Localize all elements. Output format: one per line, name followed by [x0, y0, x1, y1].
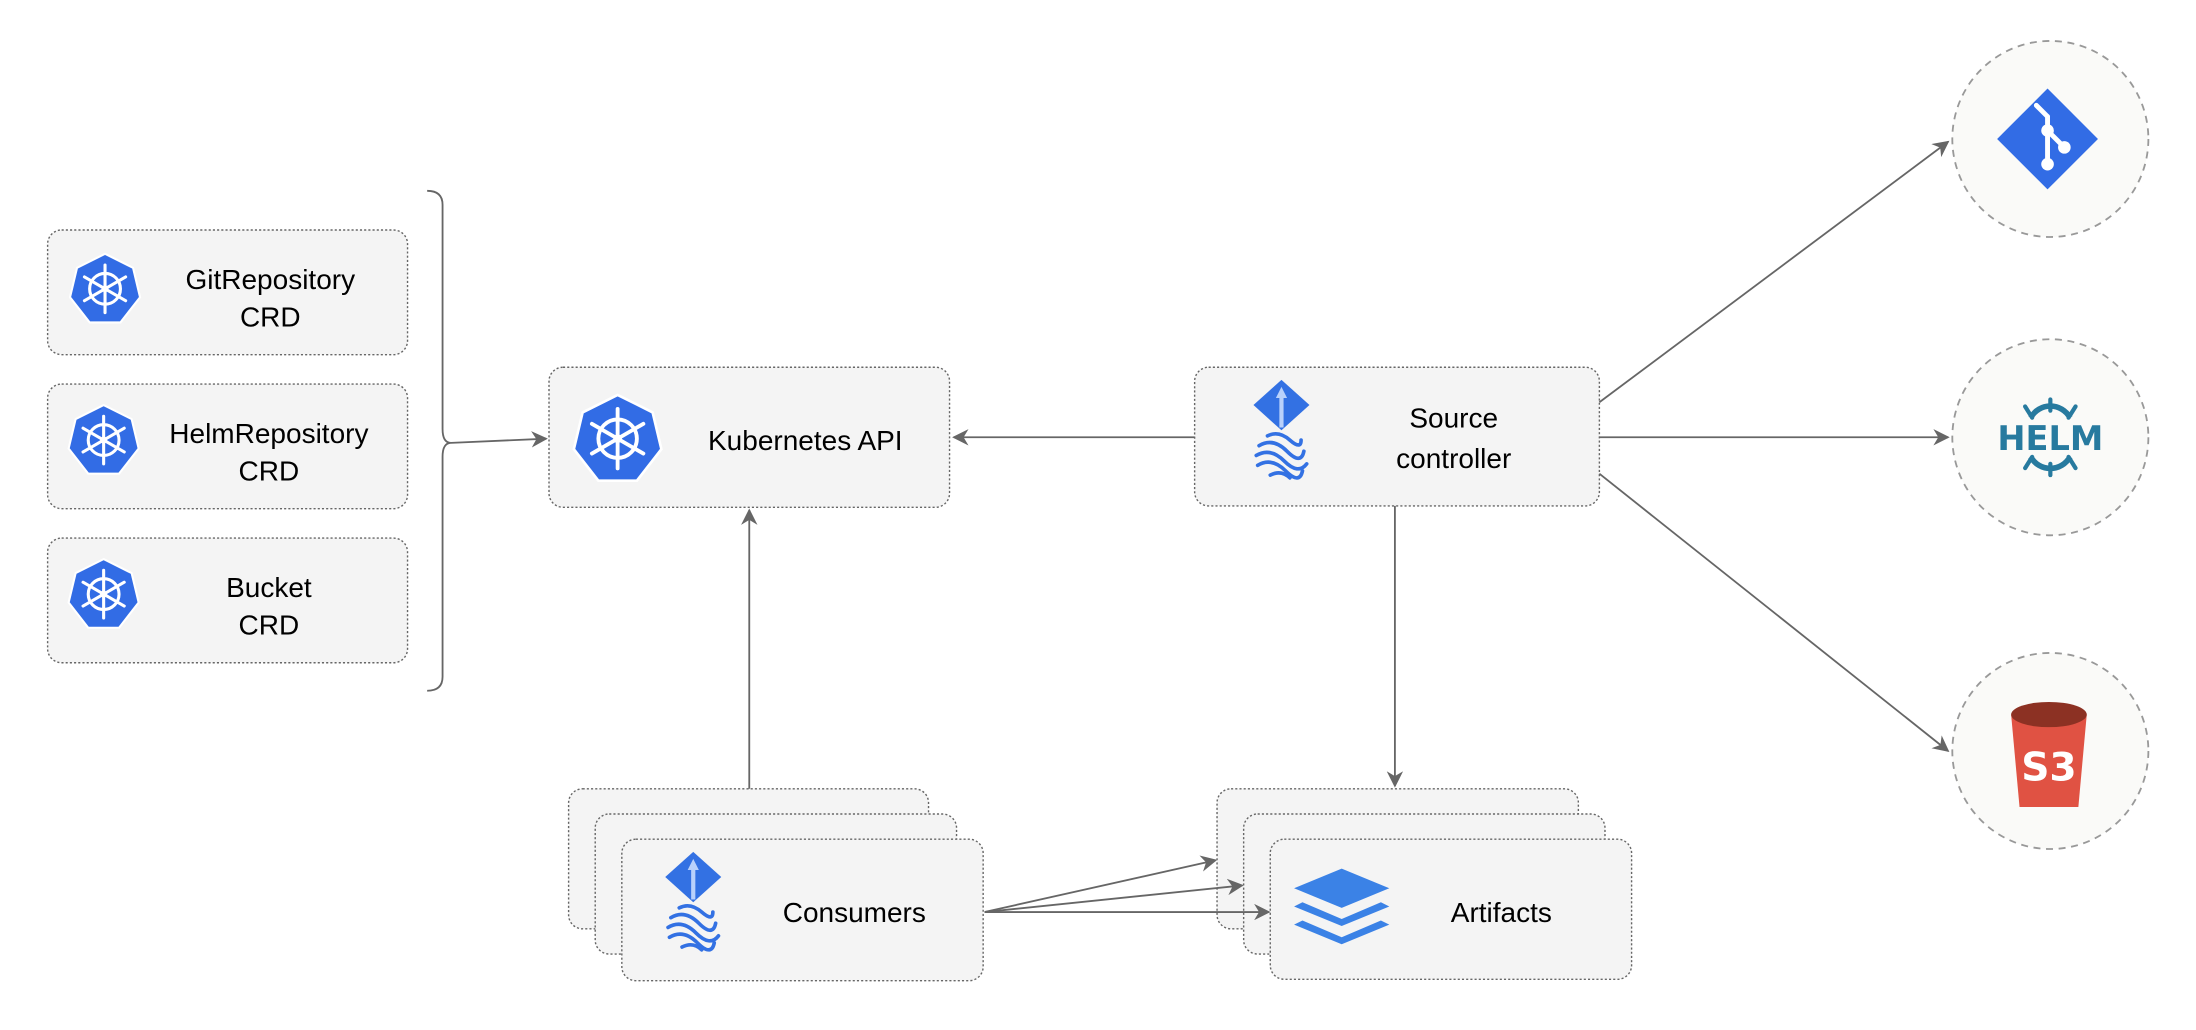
node-label: CRD	[239, 610, 300, 641]
s3-bucket-icon: S3	[2011, 701, 2087, 808]
git-node[interactable]	[1951, 40, 2150, 238]
helm-logo-text: HELM	[1997, 419, 2103, 458]
kubernetes-api-node[interactable]: Kubernetes API	[548, 366, 951, 508]
node-label: Bucket	[226, 572, 312, 603]
node-label: CRD	[239, 456, 300, 487]
edge-source-to-s3	[1598, 472, 1950, 753]
crd-group-brace	[427, 189, 452, 692]
s3-logo-text: S3	[2021, 745, 2077, 790]
helm-repository-crd-node[interactable]: HelmRepository CRD	[46, 383, 409, 510]
helm-icon: HELM	[1997, 397, 2103, 478]
node-label: Source	[1409, 402, 1498, 433]
edge-source-to-git	[1598, 140, 1950, 403]
node-label: HelmRepository	[169, 418, 368, 449]
s3-node[interactable]: S3	[1951, 652, 2150, 850]
node-label: Consumers	[783, 897, 926, 928]
git-icon	[1997, 88, 2098, 190]
node-label: Artifacts	[1451, 897, 1552, 928]
bucket-crd-node[interactable]: Bucket CRD	[46, 537, 409, 664]
edge-consumers-to-artifacts-2	[984, 878, 1244, 913]
edge-consumers-to-artifacts-1	[984, 855, 1218, 913]
node-label: GitRepository	[185, 264, 355, 295]
git-repository-crd-node[interactable]: GitRepository CRD	[46, 229, 409, 356]
node-label: controller	[1396, 443, 1511, 474]
edge-crds-to-api	[450, 431, 548, 448]
node-label: Kubernetes API	[708, 425, 903, 456]
artifacts-node[interactable]: Artifacts	[1216, 788, 1633, 980]
consumers-node[interactable]: Consumers	[567, 788, 984, 982]
helm-node[interactable]: HELM	[1951, 338, 2150, 537]
source-controller-node[interactable]: Source controller	[1193, 366, 1601, 507]
node-label: CRD	[240, 302, 301, 333]
